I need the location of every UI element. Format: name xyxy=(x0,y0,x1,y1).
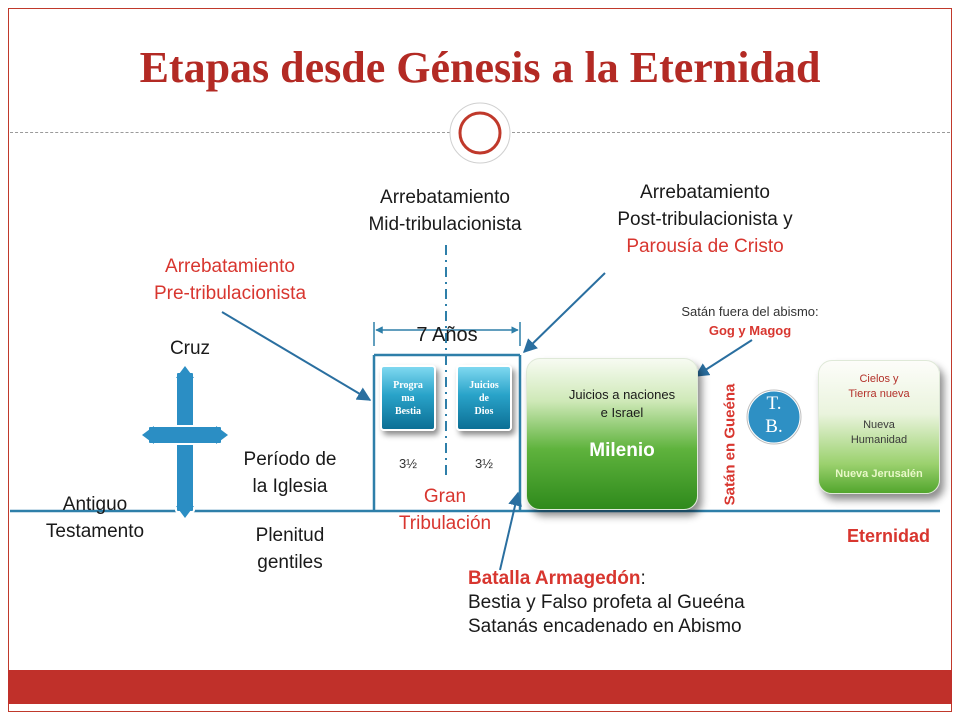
post-trib-label: Arrebatamiento Post-tribulacionista y Pa… xyxy=(570,179,840,260)
half-right-label: 3½ xyxy=(474,456,494,471)
mid-trib-label: Arrebatamiento Mid-tribulacionista xyxy=(330,184,560,238)
cross-icon xyxy=(142,366,228,518)
plenitud-line1: Plenitud xyxy=(255,525,325,546)
seven-years-label: 7 Años xyxy=(416,324,478,346)
gran-line2: Tribulación xyxy=(398,513,492,534)
title-divider-right xyxy=(512,132,950,133)
post-trib-arrow xyxy=(522,272,606,353)
plenitud-line2: gentiles xyxy=(257,552,323,573)
plenitud-gentiles-label: Plenitud gentiles xyxy=(210,522,370,576)
juicios-dios-line2: de xyxy=(478,392,489,404)
milenio-sub-line1: Juicios a naciones xyxy=(568,387,676,402)
mid-trib-line1: Arrebatamiento xyxy=(380,187,510,208)
programa-bestia-line1: Progra xyxy=(393,379,423,391)
programa-bestia-line3: Bestia xyxy=(394,405,422,417)
periodo-line1: Período de xyxy=(243,449,337,470)
armagedon-title-line: Batalla Armagedón: xyxy=(468,567,888,591)
cielos-line1: Cielos y xyxy=(859,373,899,385)
pre-trib-arrow xyxy=(221,311,372,401)
armagedon-arrow xyxy=(499,491,522,571)
eternidad-label: Eternidad xyxy=(846,526,930,546)
armagedon-line3: Satanás encadenado en Abismo xyxy=(468,616,742,637)
parousia-line: Parousía de Cristo xyxy=(626,236,784,257)
mid-trib-line2: Mid-tribulacionista xyxy=(368,214,522,235)
milenio-sub-line2: e Israel xyxy=(600,405,644,420)
armagedon-block: Batalla Armagedón: Bestia y Falso profet… xyxy=(468,567,888,639)
armagedon-line2: Bestia y Falso profeta al Gueéna xyxy=(468,592,745,613)
juicios-dios-box: Juicios de Dios xyxy=(456,365,512,431)
tb-line1: T. xyxy=(766,393,782,414)
tb-line2: B. xyxy=(765,416,783,437)
post-trib-line1: Arrebatamiento xyxy=(640,182,770,203)
cielos-box xyxy=(818,360,940,494)
title-divider-left xyxy=(10,132,450,133)
satan-gueena-label: Satán en Gueéna xyxy=(721,383,739,506)
programa-bestia-box: Progra ma Bestia xyxy=(380,365,436,431)
cielos-line2: Tierra nueva xyxy=(848,388,910,400)
testamento-line: Testamento xyxy=(45,521,145,542)
periodo-line2: la Iglesia xyxy=(252,476,328,497)
milenio-subtitle: Juicios a naciones e Israel xyxy=(550,386,694,422)
milenio-box xyxy=(526,358,698,510)
satan-fuera-line1: Satán fuera del abismo: xyxy=(681,304,819,319)
armagedon-title: Batalla Armagedón xyxy=(468,568,641,589)
bottom-bar xyxy=(8,670,952,704)
programa-bestia-line2: ma xyxy=(401,392,415,404)
nueva-jerusalen-label: Nueva Jerusalén xyxy=(835,468,923,480)
gog-magog-line: Gog y Magog xyxy=(708,323,792,338)
title-ornament xyxy=(449,102,511,164)
post-trib-line2: Post-tribulacionista y xyxy=(617,209,793,230)
pre-trib-line1: Arrebatamiento xyxy=(165,256,295,277)
antiguo-testamento-label: Antiguo Testamento xyxy=(20,491,170,545)
milenio-label: Milenio xyxy=(589,440,655,461)
juicios-dios-line1: Juicios xyxy=(469,379,499,391)
slide-title: Etapas desde Génesis a la Eternidad xyxy=(139,43,821,92)
antiguo-line: Antiguo xyxy=(62,494,128,515)
satan-fuera-label: Satán fuera del abismo: Gog y Magog xyxy=(650,302,850,340)
pre-trib-line2: Pre-tribulacionista xyxy=(153,283,307,304)
gran-tribulacion-label: Gran Tribulación xyxy=(380,483,510,537)
cielos-label: Cielos y Tierra nueva xyxy=(818,372,940,402)
armagedon-colon: : xyxy=(640,568,646,589)
gran-line1: Gran xyxy=(423,486,467,507)
juicios-dios-line3: Dios xyxy=(474,405,494,417)
gog-magog-arrow xyxy=(694,339,753,377)
tb-label: T. B. xyxy=(747,392,801,438)
slide-frame xyxy=(8,8,952,712)
cruz-label: Cruz xyxy=(169,338,211,359)
nueva-humanidad-label: Nueva Humanidad xyxy=(818,418,940,448)
tb-circle xyxy=(745,388,803,446)
humanidad-line2: Humanidad xyxy=(850,434,908,446)
pre-trib-label: Arrebatamiento Pre-tribulacionista xyxy=(120,253,340,307)
half-left-label: 3½ xyxy=(398,456,418,471)
humanidad-line1: Nueva xyxy=(863,419,895,431)
periodo-iglesia-label: Período de la Iglesia xyxy=(210,446,370,500)
